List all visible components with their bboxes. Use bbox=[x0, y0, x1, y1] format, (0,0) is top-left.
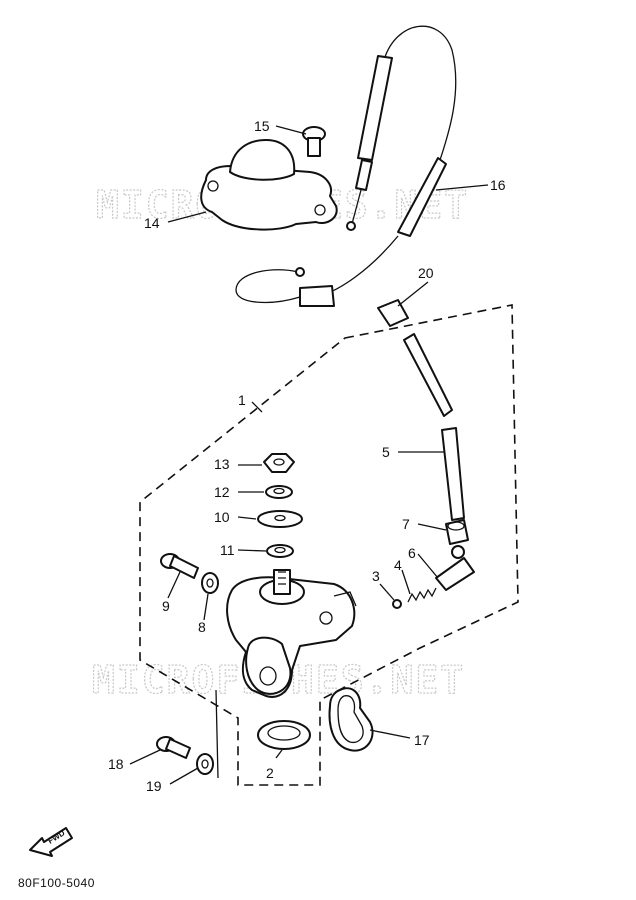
clamp-7 bbox=[445, 519, 469, 545]
callout-10: 10 bbox=[214, 509, 230, 525]
screw-15 bbox=[302, 126, 326, 157]
callout-13: 13 bbox=[214, 456, 230, 472]
spring-4 bbox=[407, 587, 437, 603]
oil-seal-2 bbox=[257, 720, 311, 750]
washer-12 bbox=[265, 485, 293, 499]
hose-joint-20 bbox=[377, 299, 409, 327]
hose-5 bbox=[403, 333, 465, 521]
bolt-9 bbox=[160, 553, 199, 579]
throttle-cable bbox=[235, 25, 457, 307]
callout-17: 17 bbox=[414, 732, 430, 748]
callout-7: 7 bbox=[402, 516, 410, 532]
callout-3: 3 bbox=[372, 568, 380, 584]
callout-14: 14 bbox=[144, 215, 160, 231]
washer-8 bbox=[201, 572, 219, 594]
pump-cover bbox=[200, 139, 338, 231]
callout-20: 20 bbox=[418, 265, 434, 281]
drawing-code: 80F100-5040 bbox=[18, 876, 95, 890]
callout-19: 19 bbox=[146, 778, 162, 794]
bolt-18 bbox=[156, 736, 191, 759]
leader-lines bbox=[129, 125, 489, 785]
washer-19 bbox=[196, 753, 214, 775]
gasket-17 bbox=[328, 687, 374, 752]
callout-8: 8 bbox=[198, 619, 206, 635]
washer-10 bbox=[257, 510, 303, 528]
callout-16: 16 bbox=[490, 177, 506, 193]
callout-11: 11 bbox=[220, 542, 235, 558]
washer-11 bbox=[266, 544, 294, 558]
callout-12: 12 bbox=[214, 484, 230, 500]
callout-15: 15 bbox=[254, 118, 270, 134]
callout-9: 9 bbox=[162, 598, 170, 614]
callout-1: 1 bbox=[238, 392, 246, 408]
callout-4: 4 bbox=[394, 557, 402, 573]
ball-3 bbox=[392, 599, 402, 609]
nut-13 bbox=[263, 453, 295, 473]
callout-18: 18 bbox=[108, 756, 124, 772]
oil-pump-body bbox=[226, 569, 357, 698]
callout-2: 2 bbox=[266, 765, 274, 781]
callout-5: 5 bbox=[382, 444, 390, 460]
assembly-outline bbox=[139, 304, 519, 786]
fwd-arrow-icon: FWD bbox=[29, 827, 73, 857]
callout-6: 6 bbox=[408, 545, 416, 561]
nozzle-6 bbox=[435, 545, 475, 591]
